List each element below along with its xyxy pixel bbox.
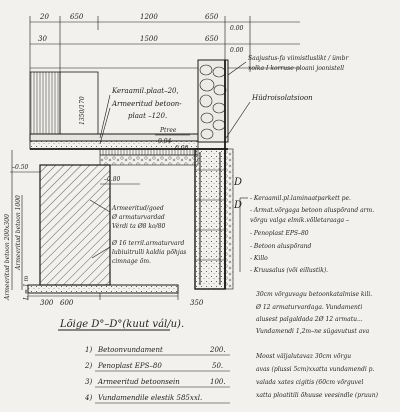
- callout-reinforced: Armeeritud betoon-: [111, 100, 182, 108]
- legend-3-value: 100.: [210, 378, 226, 386]
- dim-bottom-600: 600: [60, 299, 74, 307]
- level-minus-080: –0.80: [104, 176, 121, 183]
- level-minus-004: –0.04: [155, 138, 172, 145]
- right-top-callouts: Saajustus-fa viimistluslikt / ümbr xolka…: [225, 55, 349, 139]
- dim-side-000b: 0.00: [230, 47, 244, 54]
- note-rb-6: avas (plussi 5cm)xxatta vundamendi p.: [256, 366, 374, 373]
- level-markers: Ptree –0.04 0.00 –0.50 –0.80: [10, 127, 190, 185]
- callout-rm-7: - Kruusalus (või eillustik).: [250, 267, 328, 274]
- note-rb-2: Ø 12 armaturvardaga. Vundamenti: [255, 304, 362, 311]
- note-rb-1: 30cm võrguvagu betoonkatalmise kili.: [256, 291, 372, 298]
- callout-rm-1: - Keraamil.pl.laminaatparkett pe.: [250, 195, 351, 202]
- legend-1-n: 1): [85, 346, 92, 354]
- stone-column: [197, 59, 229, 143]
- callout-rm-4: - Penoplast EPS–80: [250, 230, 309, 237]
- dim-bottom-300: 300: [40, 299, 54, 307]
- callout-rm-5: - Betoon aluspõrand: [250, 243, 312, 250]
- callout-rt-2: xolka I korruse ploani joonistell: [248, 65, 344, 72]
- callout-rt-1: Saajustus-fa viimistluslikt / ümbr: [248, 55, 349, 62]
- left-mid-callouts: Armeeritud/goed Ø armaturvardad Vérdi ta…: [89, 199, 186, 265]
- callout-lm-3: Vérdi ta Ø8 ko/80: [112, 223, 165, 230]
- dim-side-000a: 0.00: [230, 25, 244, 32]
- section-title: Lõige D°–D°(kuut vál/u).: [59, 319, 184, 330]
- dim-20: 20: [39, 13, 49, 21]
- callout-rm-2: - Armat.võrgaga betoon aluspõrand arm.: [250, 207, 374, 214]
- wall-label-vertical: 1350/170: [79, 96, 86, 125]
- note-rb-7: valada xates cigitis (60cm võrguvel: [256, 379, 364, 386]
- right-bottom-notes: 30cm võrguvagu betoonkatalmise kili. Ø 1…: [255, 291, 379, 399]
- right-mid-callouts: - Keraamil.pl.laminaatparkett pe. - Arma…: [239, 195, 374, 274]
- legend-1-label: Betoonvundament: [97, 346, 163, 354]
- legend-4-label: Vundamendile elestik 585xxl.: [98, 394, 202, 402]
- legend-2-label: Penoplast EPS–80: [97, 362, 162, 370]
- note-rb-4: Vundamendi 1,2m–ne sügavutust ava: [256, 328, 370, 335]
- callout-rm-6: - Killo: [250, 255, 268, 262]
- level-000: 0.00: [175, 145, 189, 152]
- dim-650: 650: [70, 13, 84, 21]
- callout-rm-3: võrgu valga elmik.võlletaraaga –: [250, 217, 349, 224]
- dim-side-650b: 650: [205, 35, 219, 43]
- level-ptree: Ptree: [159, 127, 177, 134]
- left-vert-2: Armeeritud betoon 1000: [15, 195, 22, 271]
- dim-30: 30: [38, 35, 47, 43]
- callout-lm-6: cimnage õm.: [112, 258, 151, 265]
- legend-3-n: 3): [85, 378, 92, 386]
- callout-lm-1: Armeeritud/goed: [111, 205, 164, 212]
- section-marker-d1: D: [233, 177, 242, 188]
- left-vert-1: Armeeritud betoon 200x300: [4, 214, 11, 301]
- dim-1200: 1200: [140, 13, 158, 21]
- note-rb-5: Moost väljalutavaz 30cm võrgu: [255, 353, 351, 360]
- legend-3-label: Armeeritud betoonsein: [97, 378, 180, 386]
- dim-bottom-350: 350: [190, 299, 204, 307]
- legend-1-value: 200.: [209, 346, 226, 354]
- callout-plaster: Keraamil.plaat–20,: [111, 87, 179, 95]
- left-vert-3: L = 1 m: [23, 275, 30, 301]
- legend-4-n: 4): [84, 394, 92, 402]
- callout-rt-hydro: Hüdroisolatsioon: [251, 94, 313, 102]
- upper-wall: 1350/170: [29, 71, 99, 135]
- note-rb-3: alusest palgaldada 2Ø 12 armatu...: [256, 316, 363, 323]
- note-rb-8: xatta ploatitili õhuuse veesindle (pruun…: [256, 392, 379, 399]
- section-marker-d2: D: [233, 200, 242, 211]
- side-wall-section: D D: [194, 60, 242, 290]
- foundation-block: 300 600 350: [27, 164, 204, 307]
- callout-lm-2: Ø armaturvardad: [111, 214, 165, 221]
- dim-1500: 1500: [140, 35, 158, 43]
- level-minus-050: –0.50: [12, 164, 29, 171]
- left-vertical-annotations: Armeeritud betoon 200x300 Armeeritud bet…: [4, 150, 30, 301]
- callout-lm-5: lubiuitrulli kaldia põhjas: [112, 249, 186, 256]
- callout-lm-4: Ø 16 terril.armaturvard: [111, 240, 185, 247]
- section-legend: Lõige D°–D°(kuut vál/u). 1) Betoonvundam…: [58, 319, 230, 404]
- top-dimensions: 20 650 1200 30 1500 650 650 0.00 0.00: [29, 13, 300, 72]
- legend-2-n: 2): [84, 362, 92, 370]
- callout-slab: plaat –120.: [128, 112, 167, 120]
- upper-callouts: Keraamil.plaat–20, Armeeritud betoon- pl…: [99, 87, 182, 145]
- legend-2-value: 50.: [212, 362, 223, 370]
- dim-side-650a: 650: [205, 13, 219, 21]
